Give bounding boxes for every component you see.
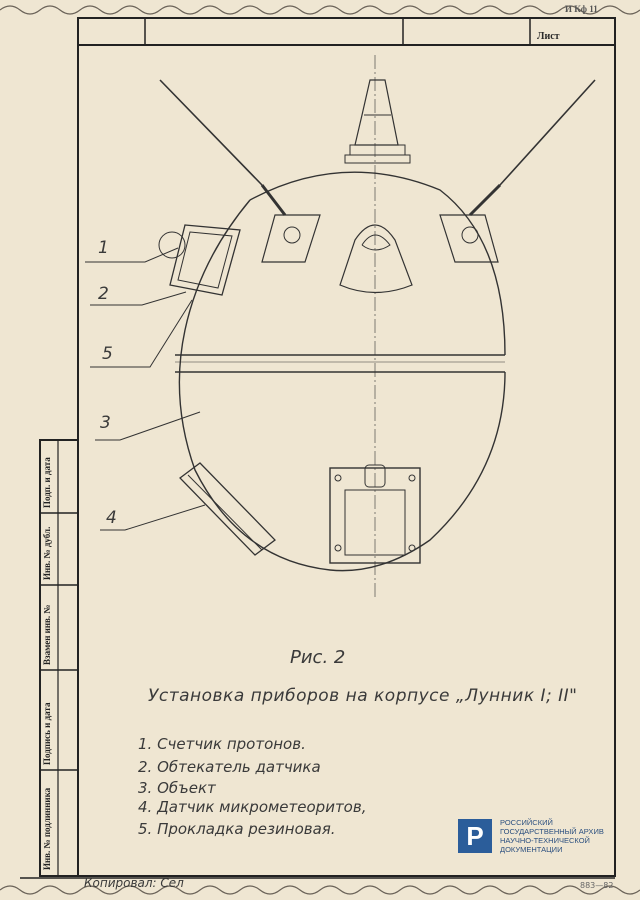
stamp-sign-date-2: Подп. и дата (42, 457, 52, 508)
figure-number: Рис. 2 (290, 647, 346, 668)
copied-by: Копировал: Сел (84, 876, 184, 890)
torn-edge (0, 5, 640, 15)
legend-item: 2. Обтекатель датчика (138, 758, 321, 776)
stamp-signature-date: Подпись и дата (42, 702, 52, 765)
stamp-duplicate-inv: Инв. № дубл. (42, 526, 52, 580)
callout-5: 5 (102, 344, 113, 364)
archive-name-line: государственный архив (500, 827, 604, 836)
archive-name: Российский государственный архив научно-… (500, 818, 604, 854)
legend-list: 1. Счетчик протонов. 2. Обтекатель датчи… (138, 735, 366, 842)
callout-4: 4 (106, 508, 117, 528)
archive-name-line: Российский (500, 818, 553, 827)
probe-body (178, 171, 506, 572)
format-code: 883—82 (580, 881, 614, 890)
callout-1: 1 (98, 238, 109, 258)
archive-name-line: документации (500, 845, 563, 854)
stamp-original-inv: Инв. № подлинника (42, 787, 52, 870)
legend-item: 5. Прокладка резиновая. (138, 820, 336, 838)
legend-item: 3. Объект (138, 779, 216, 797)
legend-item: 4. Датчик микрометеоритов, (138, 798, 367, 816)
archive-name-line: научно-технической (500, 836, 590, 845)
sheet-label: Лист (537, 31, 560, 42)
callout-2: 2 (98, 284, 109, 304)
sheet-code: И Кф 11 (565, 4, 598, 14)
callout-3: 3 (100, 413, 111, 433)
archive-logo: P Российский государственный архив научн… (458, 818, 604, 854)
archive-logo-icon: P (458, 819, 492, 853)
legend-item: 1. Счетчик протонов. (138, 735, 306, 753)
figure-caption: Установка приборов на корпусе „Лунник I;… (148, 686, 578, 706)
stamp-replacement-inv: Взамен инв. № (42, 604, 52, 665)
luna-probe-drawing (85, 55, 596, 600)
